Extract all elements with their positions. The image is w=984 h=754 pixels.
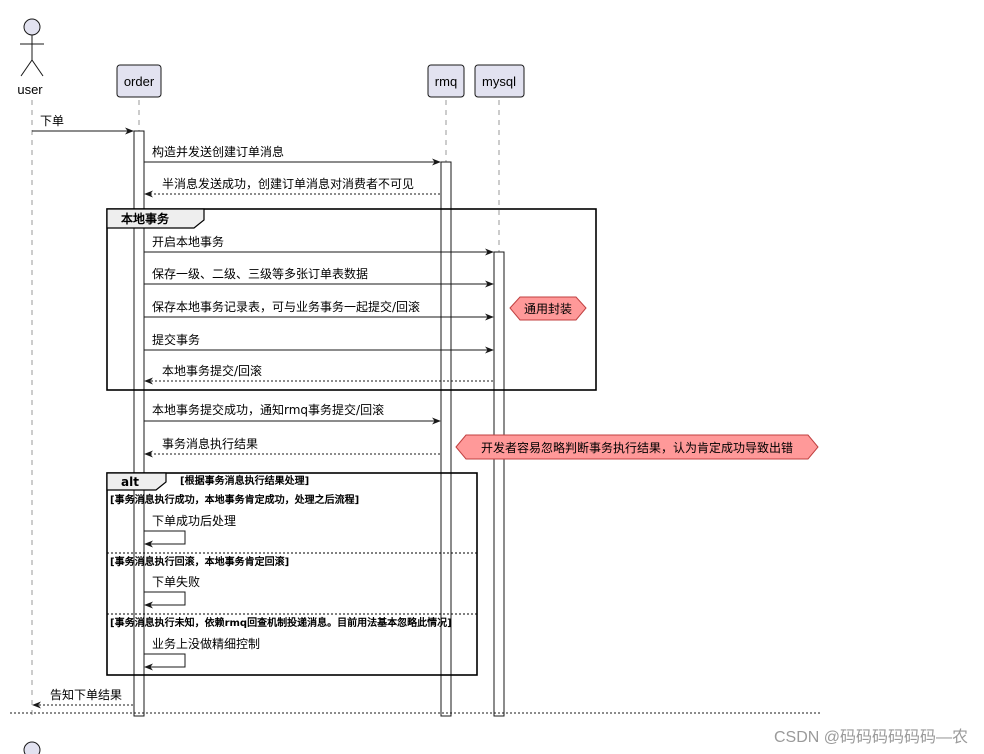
rmq-participant: rmq: [427, 64, 465, 98]
user-label: user: [17, 82, 43, 97]
message-label-13: 业务上没做精细控制: [152, 636, 260, 651]
alt-condition-3: [事务消息执行回滚，本地事务肯定回滚]: [110, 555, 289, 568]
user-actor: user: [17, 18, 44, 97]
watermark: CSDN @码码码码码码—农: [774, 728, 968, 746]
local-tx-label: 本地事务: [121, 211, 170, 226]
message-label-14: 告知下单结果: [50, 688, 122, 702]
rmq-label: rmq: [435, 74, 457, 89]
message-arrow-12: [144, 591, 186, 609]
message-label-9: 本地事务提交成功，通知rmq事务提交/回滚: [152, 402, 384, 417]
alt-condition-1: [根据事务消息执行结果处理]: [180, 474, 309, 487]
note-1-text: 通用封装: [524, 302, 572, 316]
user-actor-bottom-icon: [23, 741, 41, 754]
message-label-6: 保存本地事务记录表，可与业务事务一起提交/回滚: [152, 299, 420, 314]
rmq-activation: [440, 161, 452, 717]
note-2: 开发者容易忽略判断事务执行结果，认为肯定成功导致出错: [455, 434, 819, 460]
mysql-activation: [493, 251, 505, 717]
mysql-label: mysql: [482, 74, 516, 89]
alt-group: alt [根据事务消息执行结果处理] [事务消息执行成功，本地事务肯定成功，处理…: [106, 472, 478, 676]
message-label-12: 下单失败: [152, 574, 200, 589]
note-2-text: 开发者容易忽略判断事务执行结果，认为肯定成功导致出错: [481, 440, 793, 455]
message-label-2: 构造并发送创建订单消息: [152, 144, 284, 159]
order-label: order: [124, 74, 155, 89]
message-label-8: 本地事务提交/回滚: [162, 363, 262, 378]
message-arrow-11: [144, 530, 186, 548]
message-label-4: 开启本地事务: [152, 234, 224, 249]
order-activation: [133, 130, 145, 717]
message-label-11: 下单成功后处理: [152, 514, 236, 528]
message-label-10: 事务消息执行结果: [162, 436, 258, 451]
note-1: 通用封装: [509, 296, 587, 321]
message-label-1: 下单: [40, 114, 64, 128]
message-label-7: 提交事务: [152, 332, 200, 347]
local-tx-group: 本地事务: [106, 208, 597, 391]
mysql-participant: mysql: [474, 64, 525, 98]
message-label-3: 半消息发送成功，创建订单消息对消费者不可见: [162, 176, 414, 191]
order-participant: order: [116, 64, 162, 98]
message-arrow-13: [144, 653, 186, 671]
alt-condition-2: [事务消息执行成功，本地事务肯定成功，处理之后流程]: [110, 493, 359, 506]
alt-condition-4: [事务消息执行未知，依赖rmq回查机制投递消息。目前用法基本忽略此情况]: [110, 616, 452, 629]
message-label-5: 保存一级、二级、三级等多张订单表数据: [152, 266, 368, 281]
alt-label: alt: [121, 475, 139, 489]
